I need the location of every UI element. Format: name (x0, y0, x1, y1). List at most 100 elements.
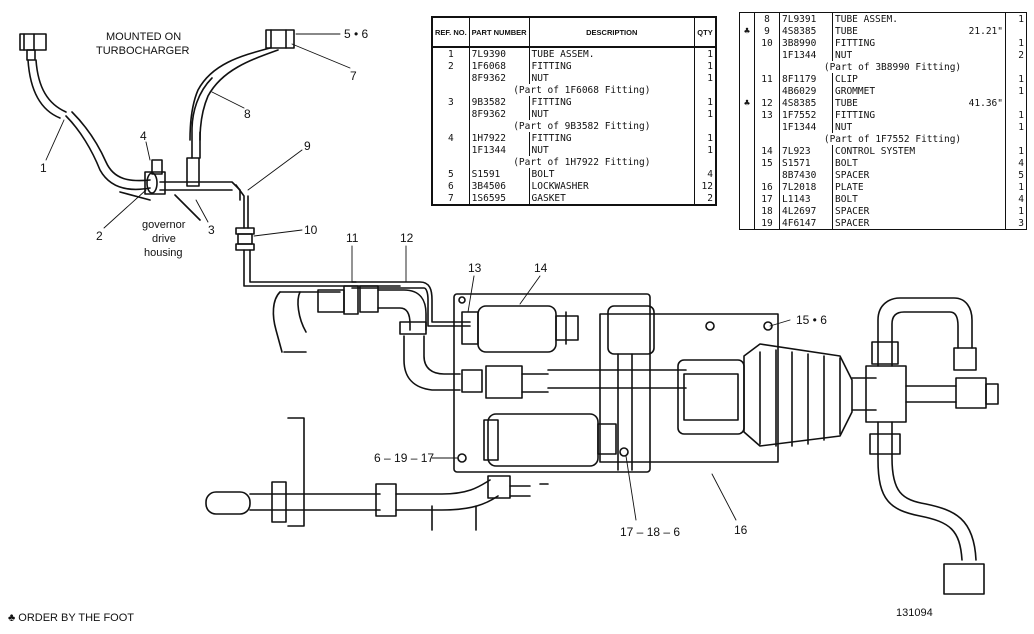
qty-cell (695, 84, 717, 96)
qty-cell: 2 (1018, 49, 1024, 61)
parts-table-header: REF. NO. PART NUMBER DESCRIPTION QTY (432, 17, 716, 48)
qty-cell: 1 (707, 108, 713, 120)
upper-solenoid (461, 305, 579, 353)
description-cell: TUBE ASSEM. (832, 12, 1006, 25)
callout-5-6: 5 • 6 (344, 27, 369, 41)
qty-cell: 5 (1018, 169, 1024, 181)
part-number-cell: 4L2697 (779, 205, 833, 217)
tube-12 (351, 281, 471, 327)
qty-cell (1006, 97, 1027, 109)
ref-no-cell (432, 120, 470, 132)
turbocharger-label: TURBOCHARGER (96, 45, 190, 57)
description-text: FITTING (835, 109, 876, 121)
description-cell: SPACER (832, 217, 1006, 230)
drawing-number: 131094 (896, 607, 933, 619)
part-number-cell: 1S6595 (469, 192, 530, 205)
qty-cell: 1 (1018, 85, 1024, 97)
order-mark-cell (739, 133, 755, 145)
description-cell: SPACER (832, 169, 1006, 181)
ref-no-cell: 8 (754, 12, 780, 25)
ref-no-cell (754, 49, 780, 61)
description-text: TUBE ASSEM. (835, 13, 898, 25)
order-mark-cell (739, 85, 755, 97)
ref-no-cell: 15 (754, 157, 780, 169)
description-cell: FITTING (529, 96, 696, 108)
qty-cell: 1 (707, 96, 713, 108)
description-cell: NUT (529, 144, 696, 156)
part-number-cell: 3B8990 (779, 37, 833, 49)
ref-no-header: REF. NO. (432, 17, 470, 48)
ref-no-cell: 5 (432, 168, 470, 180)
table-row: (Part of 1F7552 Fitting) (739, 133, 1027, 145)
qty-cell: 1 (707, 144, 713, 156)
description-cell: PLATE (832, 181, 1006, 193)
part-number-header: PART NUMBER (469, 17, 530, 48)
description-header: DESCRIPTION (529, 17, 696, 48)
description-text: NUT (835, 121, 853, 133)
tube-1 (27, 59, 67, 119)
ref-no-cell: 4 (432, 132, 470, 144)
part-number-cell: 1F1344 (779, 49, 833, 61)
table-row: (Part of 3B8990 Fitting) (739, 61, 1027, 73)
ref-no-cell: 11 (754, 73, 780, 85)
description-note-cell: (Part of 1F7552 Fitting) (779, 133, 1006, 145)
part-number-cell: 7L2018 (779, 181, 833, 193)
ref-no-cell: 7 (432, 192, 470, 205)
description-text: FITTING (835, 37, 876, 49)
description-cell: CONTROL SYSTEM (832, 145, 1006, 157)
description-cell: NUT (832, 49, 1006, 61)
description-cell: BOLT (832, 157, 1006, 169)
order-mark-cell (739, 205, 755, 217)
callout-4: 4 (140, 129, 147, 143)
ref-no-cell (754, 133, 780, 145)
qty-cell: 4 (1018, 193, 1024, 205)
qty-cell: 1 (1018, 145, 1024, 157)
qty-cell: 2 (707, 192, 713, 204)
order-mark-cell (739, 193, 755, 205)
description-text: BOLT (835, 193, 858, 205)
description-cell: BOLT (529, 168, 696, 180)
qty-cell (695, 120, 717, 132)
description-note-cell: (Part of 1H7922 Fitting) (469, 156, 696, 168)
description-cell: FITTING (529, 132, 696, 144)
description-cell: NUT (529, 108, 696, 120)
ref-no-cell (432, 108, 470, 120)
ref-no-cell (754, 61, 780, 73)
ref-no-cell: 14 (754, 145, 780, 157)
part-number-cell: 4S8385 (779, 25, 833, 37)
qty-cell: 1 (707, 132, 713, 144)
description-cell: NUT (529, 72, 696, 84)
part-number-cell: 4B6029 (779, 85, 833, 97)
description-note-cell: (Part of 3B8990 Fitting) (779, 61, 1006, 73)
lower-piping (205, 417, 549, 531)
callout-7: 7 (350, 69, 357, 83)
part-number-cell: 8B7430 (779, 169, 833, 181)
order-mark-cell (739, 61, 755, 73)
description-cell: FITTING (832, 37, 1006, 49)
ref-no-cell (754, 169, 780, 181)
description-text: GROMMET (835, 85, 876, 97)
qty-cell (1006, 61, 1027, 73)
description-cell: LOCKWASHER (529, 180, 696, 192)
qty-cell: 1 (707, 60, 713, 72)
tube-length-text: 41.36" (968, 97, 1003, 109)
ref-no-cell: 18 (754, 205, 780, 217)
qty-cell: 1 (1018, 121, 1024, 133)
order-mark-cell (739, 181, 755, 193)
